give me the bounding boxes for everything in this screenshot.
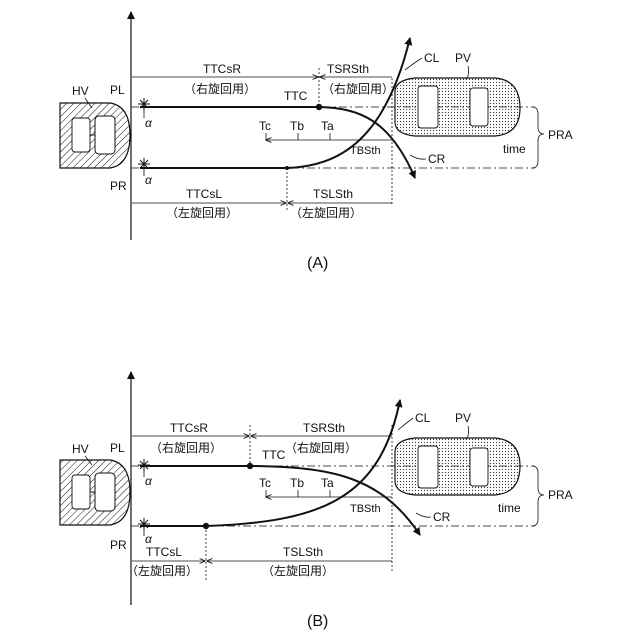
ttcsl-label: TTCsL — [146, 545, 182, 559]
tb-label: Tb — [290, 119, 304, 133]
tslsth-note: （左旋回用） — [290, 205, 362, 220]
panel-b: HV PL PR α α CL CR PV — [60, 372, 573, 630]
tsrsth-note: （右旋回用） — [285, 440, 357, 455]
hv-label: HV — [72, 442, 89, 456]
host-vehicle — [60, 103, 130, 168]
curve-cl — [287, 38, 410, 168]
pr-star-icon — [138, 518, 150, 530]
panel-a: HV PL PR α α CL CR PV — [60, 12, 573, 272]
alpha-right: α — [145, 173, 153, 187]
tc-label: Tc — [259, 119, 271, 133]
ttcsr-label: TTCsR — [203, 62, 241, 76]
cl-label: CL — [424, 51, 440, 65]
tc-label: Tc — [259, 476, 271, 490]
hv-label: HV — [72, 84, 89, 98]
alpha-right: α — [145, 532, 153, 546]
tsrsth-note: （右旋回用） — [322, 81, 394, 96]
preceding-vehicle — [395, 438, 520, 495]
pv-label: PV — [455, 411, 471, 425]
cr-label: CR — [433, 510, 451, 524]
ttcsr-note: （右旋回用） — [150, 440, 222, 455]
pra-bracket — [532, 107, 544, 168]
ttcsl-note: （左旋回用） — [126, 563, 198, 578]
ttcsr-label: TTCsR — [170, 421, 208, 435]
pl-label: PL — [110, 83, 125, 97]
preceding-vehicle — [395, 78, 520, 136]
pra-bracket — [532, 466, 544, 526]
ta-label: Ta — [321, 119, 334, 133]
pra-label: PRA — [548, 128, 573, 142]
tslsth-note: （左旋回用） — [262, 563, 334, 578]
pr-label: PR — [110, 179, 127, 193]
alpha-left: α — [145, 474, 153, 488]
time-label: time — [498, 501, 521, 515]
caption-a: (A) — [307, 255, 328, 272]
cr-label: CR — [428, 152, 446, 166]
ttc-label: TTC — [284, 89, 308, 103]
tsrsth-label: TSRSth — [327, 62, 369, 76]
tsrsth-label: TSRSth — [303, 421, 345, 435]
caption-b: (B) — [307, 613, 328, 630]
tb-label: Tb — [290, 476, 304, 490]
pv-label: PV — [455, 51, 471, 65]
pra-label: PRA — [548, 488, 573, 502]
ta-label: Ta — [321, 476, 334, 490]
time-label: time — [503, 142, 526, 156]
ttcsl-label: TTCsL — [186, 187, 222, 201]
cl-label: CL — [415, 411, 431, 425]
ttcsr-note: （右旋回用） — [184, 81, 256, 96]
tbsth-label: TBSth — [350, 145, 381, 157]
ttcsl-note: （左旋回用） — [166, 205, 238, 220]
pr-label: PR — [110, 538, 127, 552]
host-vehicle — [60, 460, 130, 525]
alpha-left: α — [145, 116, 153, 130]
tslsth-label: TSLSth — [283, 545, 323, 559]
ttc-label: TTC — [262, 448, 286, 462]
pl-label: PL — [110, 441, 125, 455]
pl-star-icon — [138, 98, 150, 110]
tbsth-label: TBSth — [350, 503, 381, 515]
tslsth-label: TSLSth — [313, 187, 353, 201]
